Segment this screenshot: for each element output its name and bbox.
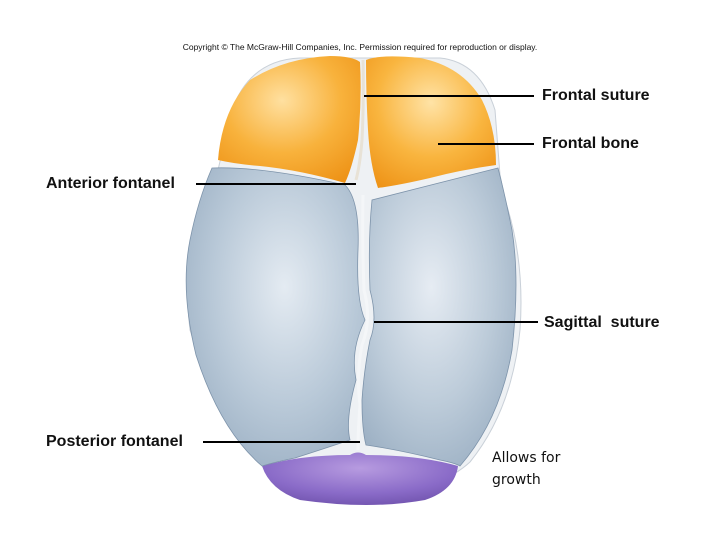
label-anterior-fontanel: Anterior fontanel <box>46 175 175 193</box>
label-frontal-suture: Frontal suture <box>542 87 650 105</box>
label-posterior-fontanel: Posterior fontanel <box>46 433 183 451</box>
occipital-bone <box>262 453 458 506</box>
label-sagittal-suture: Sagittal suture <box>544 314 660 332</box>
label-frontal-bone: Frontal bone <box>542 135 639 153</box>
left-parietal-bone <box>186 168 365 466</box>
growth-note: Allows for growth <box>492 447 602 491</box>
